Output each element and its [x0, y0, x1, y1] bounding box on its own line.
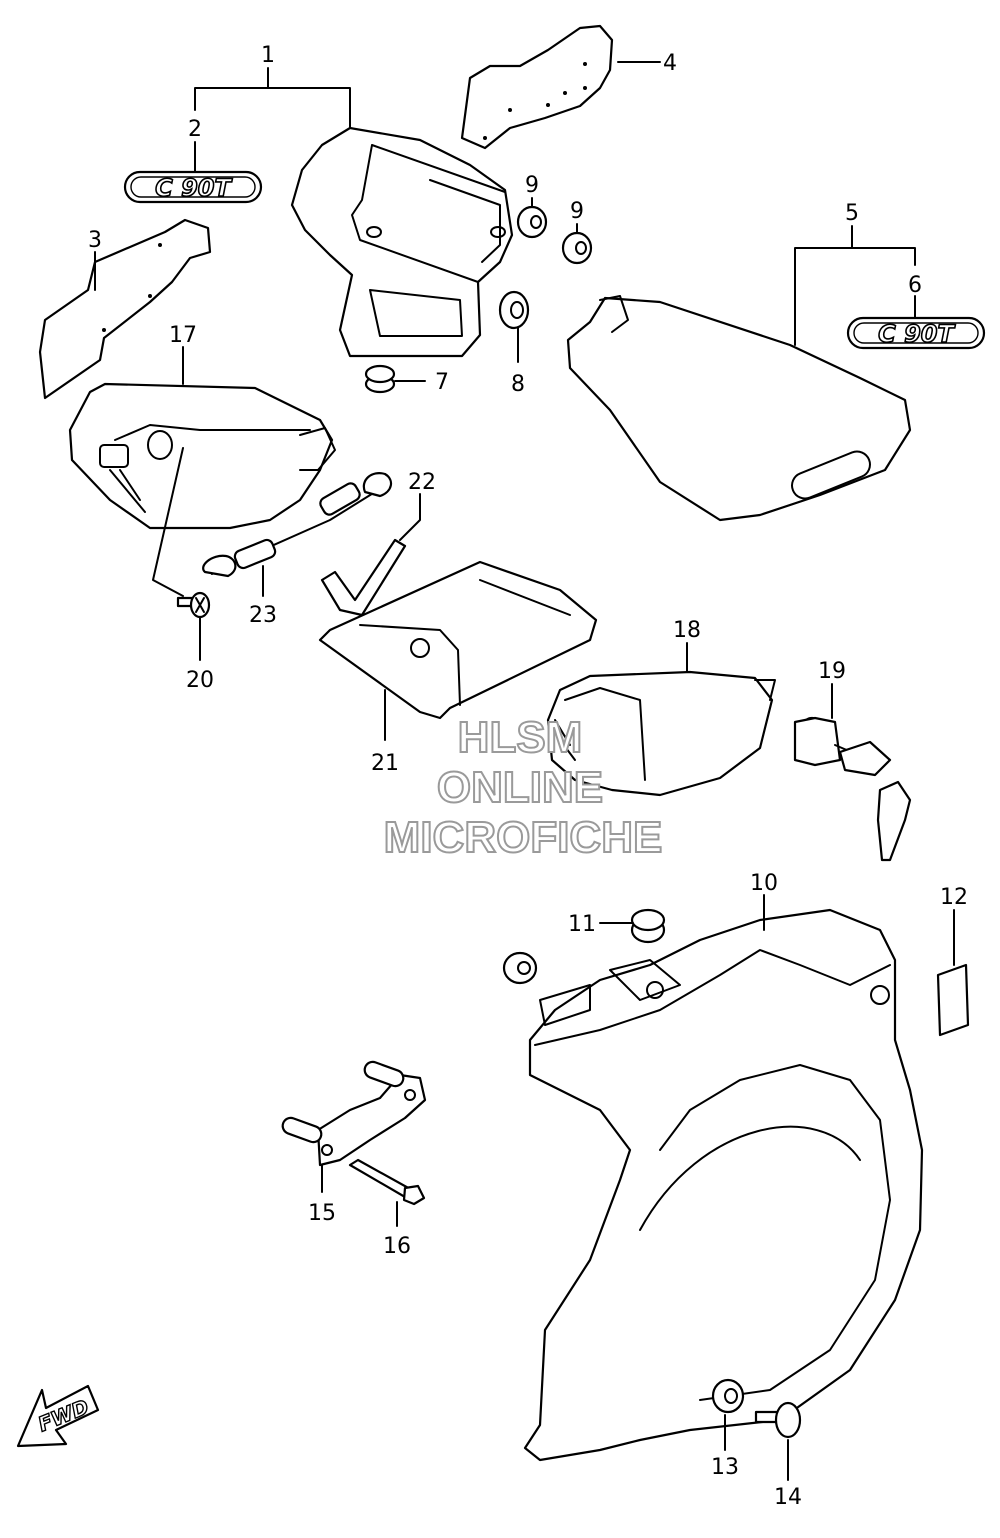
- callout-6: 6: [908, 273, 922, 298]
- callout-16: 16: [383, 1234, 411, 1259]
- grommet-13: [711, 1378, 745, 1414]
- callout-14: 14: [774, 1485, 802, 1510]
- leader-lines: [94, 61, 955, 1481]
- emblem-right-label: C 90T: [878, 320, 955, 348]
- bolt-16: [348, 1158, 426, 1206]
- callout-3: 3: [88, 228, 102, 253]
- grommet-11: [630, 908, 666, 944]
- grommet-8: [498, 290, 530, 330]
- callout-22: 22: [408, 470, 436, 495]
- callout-1: 1: [261, 43, 275, 68]
- grommet-9a: [516, 205, 548, 239]
- callout-9a: 9: [525, 173, 539, 198]
- callout-21: 21: [371, 751, 399, 776]
- callout-5: 5: [845, 201, 859, 226]
- tool-wrench: [320, 538, 407, 617]
- left-frame-cover: [290, 126, 514, 358]
- emblem-left-label: C 90T: [155, 174, 232, 202]
- tool-box: [68, 382, 336, 530]
- callout-20: 20: [186, 668, 214, 693]
- fwd-arrow-icon: FWD: [16, 1384, 100, 1448]
- helmet-cable: [202, 472, 393, 578]
- lamp-cover: [546, 670, 776, 797]
- watermark-line-1: HLSM: [458, 713, 583, 762]
- callout-12: 12: [940, 885, 968, 910]
- tool-bag: [318, 560, 598, 720]
- caution-label: [936, 963, 970, 1037]
- lower-cover: [523, 908, 924, 1462]
- screw-14: [754, 1401, 802, 1439]
- watermark-line-2: ONLINE: [437, 763, 603, 812]
- screw-20: [176, 591, 211, 619]
- watermark: HLSM ONLINE MICROFICHE: [383, 712, 664, 863]
- grommet-10-mount: [502, 951, 538, 985]
- left-heat-shield: [38, 218, 212, 400]
- right-frame-cover: [566, 295, 912, 522]
- callout-13: 13: [711, 1455, 739, 1480]
- callout-18: 18: [673, 618, 701, 643]
- callout-8: 8: [511, 372, 525, 397]
- callout-2: 2: [188, 117, 202, 142]
- grommet-7: [364, 364, 396, 394]
- bracket-15: [281, 1060, 427, 1167]
- callout-23: 23: [249, 603, 277, 628]
- lock-and-key: [793, 716, 912, 862]
- callout-4: 4: [663, 51, 677, 76]
- callout-19: 19: [818, 659, 846, 684]
- callout-11: 11: [568, 912, 596, 937]
- callouts: 1 2 3 4 5 6 7 8 9 9 10 11 12 13 14 15 16…: [88, 43, 968, 1510]
- callout-15: 15: [308, 1201, 336, 1226]
- grommet-9b: [561, 231, 593, 265]
- emblem-left: C 90T: [123, 170, 263, 204]
- callout-10: 10: [750, 871, 778, 896]
- watermark-line-3: MICROFICHE: [384, 813, 663, 862]
- callout-9b: 9: [570, 199, 584, 224]
- callout-17: 17: [169, 323, 197, 348]
- top-heat-shield: [460, 24, 614, 150]
- emblem-right: C 90T: [846, 316, 986, 350]
- callout-7: 7: [435, 370, 449, 395]
